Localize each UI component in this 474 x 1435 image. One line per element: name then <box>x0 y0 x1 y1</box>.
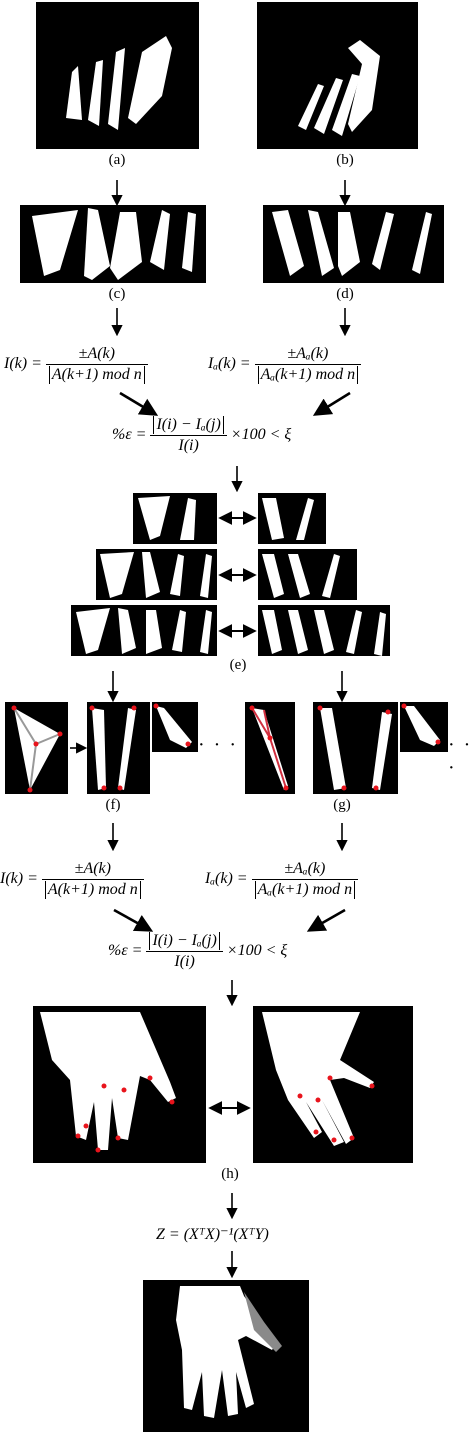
image-e-pair-1 <box>133 493 326 544</box>
formula-iak-2: Iₐ(k) = ±Aₐ(k) Aₐ(k+1) mod n <box>205 860 359 899</box>
image-a-segmented-fingers <box>36 2 199 149</box>
formula-ik-1: I(k) = ±A(k) A(k+1) mod n <box>4 345 148 384</box>
image-f-keypoints <box>5 702 198 794</box>
image-e-pair-3 <box>71 605 390 656</box>
formula-iak-1: Iₐ(k) = ±Aₐ(k) Aₐ(k+1) mod n <box>208 345 362 384</box>
ellipsis-g: · · · <box>448 734 473 779</box>
image-final-hand-reconstruction <box>143 1280 309 1432</box>
image-d-separated-fingers <box>263 205 444 283</box>
down-arrow-icon <box>119 391 159 416</box>
label-b: (b) <box>336 152 354 168</box>
down-arrow-icon <box>306 908 346 932</box>
ellipsis-f: · · · <box>198 734 238 756</box>
label-e: (e) <box>229 657 247 673</box>
down-arrow-icon <box>113 908 154 932</box>
image-c-separated-fingers <box>20 205 206 283</box>
formula-least-squares: Z = (XᵀX)⁻¹(XᵀY) <box>156 1226 269 1243</box>
image-e-pair-2 <box>96 549 357 600</box>
label-c: (c) <box>108 286 126 302</box>
label-d: (d) <box>336 286 354 302</box>
label-a: (a) <box>108 152 126 168</box>
label-g: (g) <box>333 797 351 813</box>
image-b-segmented-fingers <box>257 2 418 149</box>
down-arrow-icon <box>312 391 351 416</box>
label-f: (f) <box>105 797 121 813</box>
image-g-keypoints <box>245 702 448 794</box>
formula-ik-2: I(k) = ±A(k) A(k+1) mod n <box>0 860 144 899</box>
formula-error-1: %ε = I(i) − Iₐ(j) I(i) ×100 < ξ <box>112 416 292 454</box>
image-h-hands-matched <box>33 1006 413 1163</box>
label-h: (h) <box>221 1166 239 1182</box>
formula-error-2: %ε = I(i) − Iₐ(j) I(i) ×100 < ξ <box>108 932 288 970</box>
